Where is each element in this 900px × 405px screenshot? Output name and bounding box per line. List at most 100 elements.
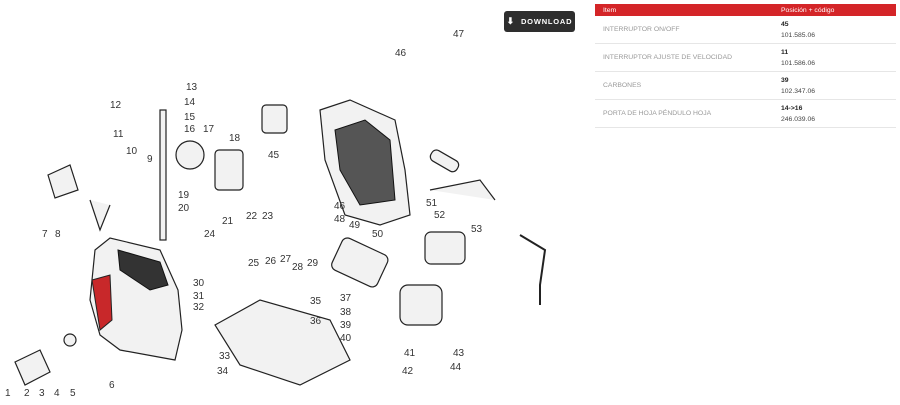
- code: 102.347.06: [781, 87, 816, 95]
- callout: 38: [340, 307, 352, 318]
- callout: 46: [395, 48, 407, 59]
- callout: 21: [222, 216, 234, 227]
- callout: 42: [402, 366, 414, 377]
- table-row[interactable]: CARBONES 39 102.347.06: [595, 71, 896, 100]
- code: 101.586.06: [781, 59, 816, 67]
- callout: 29: [307, 258, 319, 269]
- position: 39: [781, 76, 789, 84]
- base-plate: [214, 299, 351, 386]
- callout: 27: [280, 254, 292, 265]
- header-position-code: Posición + código: [773, 4, 896, 16]
- callout: 2: [24, 388, 30, 399]
- callout: 41: [404, 348, 416, 359]
- callout: 33: [219, 351, 231, 362]
- callout: 28: [292, 262, 304, 273]
- callout: 17: [203, 124, 215, 135]
- hex-key-52: [429, 179, 496, 201]
- code: 101.585.06: [781, 31, 816, 39]
- callout: 47: [453, 29, 465, 40]
- position: 14->16: [781, 104, 803, 112]
- callout: 43: [453, 348, 465, 359]
- download-label: DOWNLOAD: [520, 17, 573, 26]
- callout: 12: [110, 100, 122, 111]
- callout: 22: [246, 211, 258, 222]
- callout: 26: [265, 256, 277, 267]
- blade-guard: [47, 164, 79, 199]
- item-name: PORTA DE HOJA PÉNDULO HOJA: [595, 99, 773, 128]
- table-row[interactable]: PORTA DE HOJA PÉNDULO HOJA 14->16 246.039…: [595, 99, 896, 128]
- callout: 9: [147, 154, 153, 165]
- housing-red-panel: [91, 274, 113, 331]
- callout: 25: [248, 258, 260, 269]
- switch-45: [261, 104, 288, 134]
- callout: 52: [434, 210, 446, 221]
- callout: 16: [184, 124, 196, 135]
- plunger-rod: [159, 109, 167, 241]
- item-name: INTERRUPTOR AJUSTE DE VELOCIDAD: [595, 43, 773, 72]
- position-code: 39 102.347.06: [773, 71, 896, 100]
- callout: 46: [334, 201, 346, 212]
- callout: 48: [334, 214, 346, 225]
- position: 11: [781, 48, 789, 56]
- callout: 13: [186, 82, 198, 93]
- guide-plate: [214, 149, 244, 191]
- callout: 15: [184, 112, 196, 123]
- callout: 45: [268, 150, 280, 161]
- header-item: Item: [595, 4, 773, 16]
- callout: 8: [55, 229, 61, 240]
- callout: 51: [426, 198, 438, 209]
- item-name: INTERRUPTOR ON/OFF: [595, 16, 773, 44]
- handle-grip: [117, 249, 169, 291]
- callout: 37: [340, 293, 352, 304]
- position-code: 14->16 246.039.06: [773, 99, 896, 128]
- parts-table: Item Posición + código INTERRUPTOR ON/OF…: [595, 4, 896, 128]
- callout: 10: [126, 146, 138, 157]
- item-name: CARBONES: [595, 71, 773, 100]
- stator: [399, 284, 443, 326]
- exploded-parts-diagram: 1 2 3 4 5 6 7 8 9 10 11 12 13 14 15 16 1…: [5, 29, 547, 399]
- callout: 34: [217, 366, 229, 377]
- callout: 35: [310, 296, 322, 307]
- housing-inner: [334, 119, 396, 206]
- armature: [331, 237, 389, 288]
- callout: 4: [54, 388, 60, 399]
- download-icon: ⬇: [506, 16, 515, 26]
- washer: [63, 333, 77, 347]
- gear: [175, 140, 205, 170]
- callout: 3: [39, 388, 45, 399]
- callout: 20: [178, 203, 190, 214]
- callout: 24: [204, 229, 216, 240]
- callout: 36: [310, 316, 322, 327]
- blade-clamp: [14, 349, 51, 386]
- callout: 30: [193, 278, 205, 289]
- hex-key: [89, 199, 111, 232]
- callout: 31: [193, 291, 205, 302]
- position-code: 11 101.586.06: [773, 43, 896, 72]
- callout: 14: [184, 97, 196, 108]
- callout: 44: [450, 362, 462, 373]
- position: 45: [781, 20, 789, 28]
- callout: 18: [229, 133, 241, 144]
- callout: 49: [349, 220, 361, 231]
- callout: 50: [372, 229, 384, 240]
- callout: 19: [178, 190, 190, 201]
- callouts: 1 2 3 4 5 6 7 8 9 10 11 12 13 14 15 16 1…: [5, 29, 483, 399]
- callout: 5: [70, 388, 76, 399]
- callout: 23: [262, 211, 274, 222]
- callout: 1: [5, 388, 11, 399]
- table-row[interactable]: INTERRUPTOR ON/OFF 45 101.585.06: [595, 16, 896, 44]
- position-code: 45 101.585.06: [773, 16, 896, 44]
- callout: 11: [113, 129, 124, 140]
- callout: 32: [193, 302, 205, 313]
- callout: 6: [109, 380, 115, 391]
- download-button[interactable]: ⬇ DOWNLOAD: [504, 11, 575, 32]
- code: 246.039.06: [781, 115, 816, 123]
- callout: 40: [340, 333, 352, 344]
- callout: 7: [42, 229, 48, 240]
- side-handle: [429, 149, 460, 173]
- power-cord: [519, 234, 547, 305]
- motor-cap: [424, 231, 466, 265]
- table-row[interactable]: INTERRUPTOR AJUSTE DE VELOCIDAD 11 101.58…: [595, 43, 896, 72]
- callout: 39: [340, 320, 352, 331]
- callout: 53: [471, 224, 483, 235]
